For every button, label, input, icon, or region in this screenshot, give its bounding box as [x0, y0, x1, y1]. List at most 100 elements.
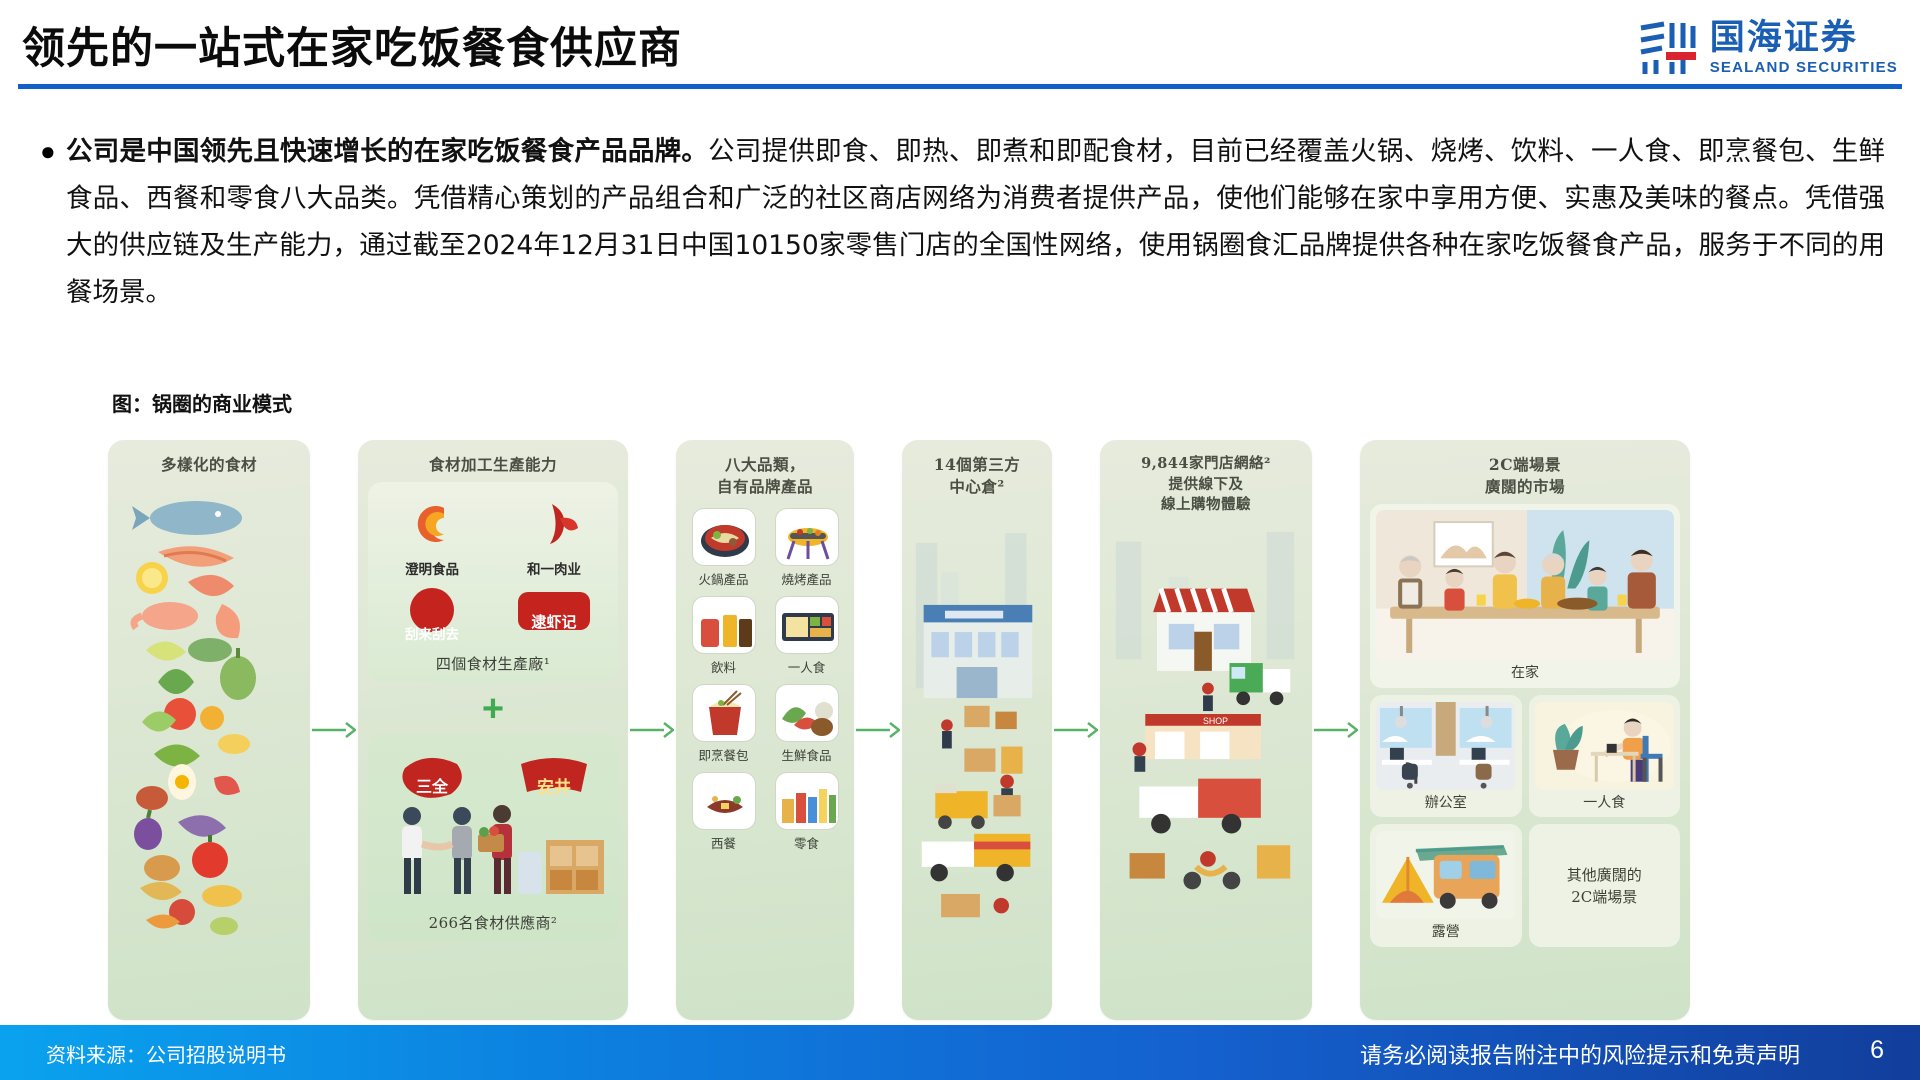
- brand-guaguagua: 刮来刮去: [384, 586, 480, 643]
- brand-daixiaji: 逮虾记: [506, 586, 602, 643]
- footer-disclaimer: 请务必阅读报告附注中的风险提示和免责声明: [1359, 1043, 1800, 1068]
- sealand-logo-icon: [1640, 21, 1696, 74]
- page-title: 领先的一站式在家吃饭餐食供应商: [22, 25, 682, 73]
- panel-title: 八大品類， 自有品牌產品: [716, 455, 813, 496]
- fresh-food-image: [774, 684, 839, 742]
- own-factories-card: 澄明食品 和一肉业 刮来刮去 逮虾记: [368, 482, 618, 682]
- scenario-label: 辦公室: [1424, 795, 1467, 812]
- category-item: 燒烤產品: [771, 508, 843, 588]
- brand-label: 逮虾记: [531, 613, 577, 631]
- brand-label: 和一肉业: [527, 562, 581, 578]
- paragraph-rest: 公司提供即食、即热、即煮和即配食材，目前已经覆盖火锅、烧烤、饮料、一人食、即烹餐…: [66, 136, 1886, 308]
- panel-store-network: 9,844家門店網絡² 提供線下及 線上購物體驗: [1100, 440, 1312, 1020]
- flow-arrow-3: [854, 440, 902, 1020]
- scenario-other: 其他廣闊的 2C端場景: [1528, 824, 1680, 947]
- page-number: 6: [1870, 1036, 1884, 1064]
- panel-central-warehouses: 14個第三方 中心倉²: [902, 440, 1052, 1020]
- panel-title: 14個第三方 中心倉²: [933, 455, 1021, 496]
- suppliers-count-label: 266名食材供應商²: [428, 914, 558, 932]
- brand-label: 澄明食品: [405, 562, 459, 578]
- panel-title: 9,844家門店網絡² 提供線下及 線上購物體驗: [1141, 455, 1271, 514]
- panel-consumer-scenarios: 2C端場景 廣闊的市場: [1360, 440, 1690, 1020]
- flow-arrow-5: [1312, 440, 1360, 1020]
- factories-count-label: 四個食材生產廠¹: [435, 655, 551, 673]
- suppliers-card: 三全 安井: [368, 734, 618, 941]
- beverage-image: [691, 596, 756, 654]
- scenario-label: 一人食: [1583, 795, 1626, 812]
- category-label: 生鮮食品: [781, 748, 832, 763]
- scenario-label-home: 在家: [1511, 665, 1539, 681]
- scenario-office: 辦公室: [1370, 695, 1522, 818]
- category-label: 零食: [793, 836, 819, 851]
- warehouse-illustration: [912, 504, 1042, 1008]
- brand-sanquan: 三全: [384, 750, 480, 798]
- paragraph-lead: 公司是中国领先且快速增长的在家吃饭餐食产品品牌。: [66, 136, 709, 167]
- panel-title: 食材加工生產能力: [428, 455, 557, 474]
- western-food-image: [691, 772, 756, 830]
- category-item: 火鍋產品: [688, 508, 760, 588]
- company-logo: 国海证券 SEALAND SECURITIES: [1636, 18, 1898, 76]
- scenario-grid: 辦公室: [1370, 695, 1680, 947]
- flow-arrow-1: [310, 440, 358, 1020]
- scenario-camping: 露營: [1370, 824, 1522, 947]
- home-dining-illustration: [1376, 510, 1674, 660]
- svg-text:SHOP: SHOP: [1203, 716, 1228, 726]
- office-illustration: [1376, 702, 1516, 790]
- plus-symbol: +: [481, 688, 505, 730]
- panel-title: 多樣化的食材: [160, 455, 257, 474]
- flow-arrow-2: [628, 440, 676, 1020]
- supplier-brand-row: 三全 安井: [376, 750, 610, 798]
- category-item: 零食: [771, 772, 843, 852]
- figure-caption: 图：锅圈的商业模式: [112, 394, 292, 416]
- category-item: 西餐: [688, 772, 760, 852]
- snacks-image: [774, 772, 839, 830]
- single-meal-illustration: [1534, 702, 1675, 790]
- category-label: 燒烤產品: [781, 572, 832, 587]
- brand-heyi: 和一肉业: [506, 498, 602, 578]
- bullet-paragraph-block: ● 公司是中国领先且快速增长的在家吃饭餐食产品品牌。公司提供即食、即热、即煮和即…: [40, 128, 1885, 316]
- store-network-illustration: SHOP: [1110, 522, 1302, 1008]
- single-meal-image: [774, 596, 839, 654]
- body-paragraph: 公司是中国领先且快速增长的在家吃饭餐食产品品牌。公司提供即食、即热、即煮和即配食…: [66, 128, 1885, 316]
- scenario-single-meal: 一人食: [1528, 695, 1680, 818]
- category-item: 一人食: [771, 596, 843, 676]
- camping-illustration: [1376, 831, 1516, 920]
- scenario-home: 在家: [1370, 504, 1680, 689]
- ingredients-illustration: [118, 482, 300, 1008]
- category-grid: 火鍋產品 燒烤產品 飲料: [686, 508, 844, 852]
- scenario-label: 其他廣闊的 2C端場景: [1566, 865, 1642, 907]
- category-label: 即烹餐包: [698, 748, 749, 763]
- footer-source: 资料来源：公司招股说明书: [46, 1045, 286, 1067]
- meal-kit-image: [691, 684, 756, 742]
- panel-diverse-ingredients: 多樣化的食材: [108, 440, 310, 1020]
- slide-footer: 资料来源：公司招股说明书 请务必阅读报告附注中的风险提示和免责声明 6: [0, 1025, 1920, 1080]
- category-label: 西餐: [710, 836, 736, 851]
- brand-chengming: 澄明食品: [384, 498, 480, 578]
- category-item: 即烹餐包: [688, 684, 760, 764]
- business-model-diagram: 多樣化的食材: [108, 440, 1820, 1020]
- category-label: 火鍋產品: [698, 572, 749, 587]
- logo-english-name: SEALAND SECURITIES: [1709, 58, 1898, 76]
- brand-anjing: 安井: [506, 750, 602, 798]
- panel-production-capacity: 食材加工生產能力 澄明食品 和一肉业 刮来刮去: [358, 440, 628, 1020]
- panel-eight-categories: 八大品類， 自有品牌產品 火鍋產品 燒烤產品: [676, 440, 854, 1020]
- factory-brand-row-1: 澄明食品 和一肉业: [376, 498, 610, 578]
- category-label: 飲料: [710, 660, 736, 675]
- category-item: 生鮮食品: [771, 684, 843, 764]
- supplier-handshake-illustration: [402, 805, 604, 894]
- scenario-label: 露營: [1431, 924, 1460, 941]
- logo-chinese-name: 国海证券: [1709, 17, 1858, 57]
- brand-label: 三全: [415, 777, 448, 796]
- brand-label: 刮来刮去: [405, 627, 459, 643]
- category-label: 一人食: [787, 660, 826, 675]
- brand-label: 安井: [537, 778, 571, 798]
- factory-brand-row-2: 刮来刮去 逮虾记: [376, 586, 610, 643]
- hotpot-image: [691, 508, 756, 566]
- flow-arrow-4: [1052, 440, 1100, 1020]
- bbq-image: [774, 508, 839, 566]
- panel-title: 2C端場景 廣闊的市場: [1484, 455, 1565, 496]
- title-divider: [18, 84, 1902, 89]
- slide-header: 领先的一站式在家吃饭餐食供应商: [0, 0, 1920, 100]
- category-item: 飲料: [688, 596, 760, 676]
